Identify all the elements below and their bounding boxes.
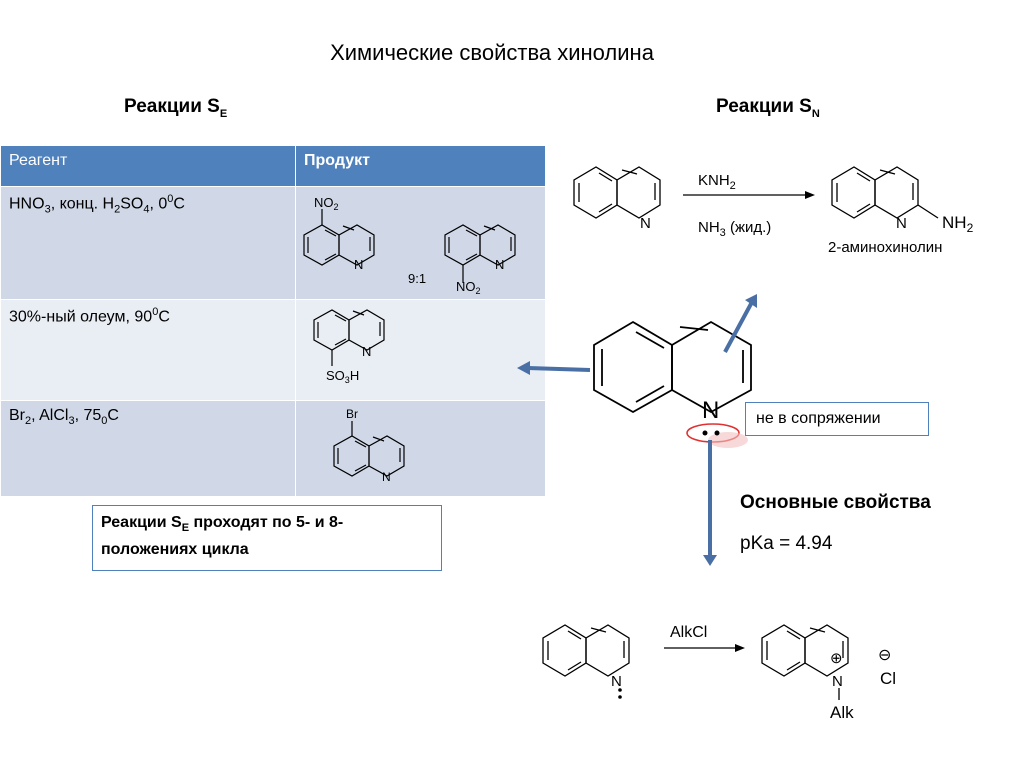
- quinoline-structure: [573, 166, 661, 219]
- t: проходят по 5- и 8-положениях цикла: [101, 514, 344, 559]
- central-quinoline-structure: [593, 320, 752, 414]
- reagent-bottom-label: NH3 (жид.): [698, 219, 771, 239]
- table-header-row: Реагент Продукт: [0, 145, 546, 187]
- arrow-head: [517, 361, 530, 375]
- aminoquinoline-structure: [831, 166, 939, 219]
- lone-pair-dot: [702, 430, 708, 436]
- se-heading: Реакции SE: [124, 96, 227, 120]
- lone-pair-dot: [618, 688, 622, 692]
- nitrogen-label: N: [640, 215, 651, 232]
- t: 3: [44, 203, 51, 216]
- t: C: [107, 407, 119, 424]
- t: 3: [68, 415, 75, 428]
- se-direction-arrow: [527, 366, 591, 372]
- positive-charge-icon: ⊕: [830, 650, 843, 667]
- bromination-product-structure: Br N: [333, 407, 405, 484]
- reagents-table: Реагент Продукт HNO3, конц. H2SO4, 00C: [0, 145, 546, 497]
- t: 0: [167, 193, 174, 205]
- reagent-cell-bromination: Br2, AlCl3, 750C: [0, 400, 296, 497]
- product-name: 2-аминохинолин: [828, 239, 942, 256]
- reagent-cell-sulfonation: 30%-ный олеум, 900C: [0, 299, 296, 401]
- lone-pair-dot: [618, 695, 622, 699]
- arrow-head: [745, 294, 757, 308]
- nitrogen-label: N: [362, 344, 371, 359]
- sulfo-group-label: SO3H: [326, 368, 359, 385]
- bromine-label: Br: [346, 407, 358, 421]
- t: 0: [101, 415, 108, 428]
- t: Br: [9, 407, 25, 424]
- t: , конц. H: [50, 195, 115, 213]
- ratio-label: 9:1: [408, 271, 426, 286]
- table-row: 30%-ный олеум, 900C N SO3H: [0, 299, 546, 401]
- t: , 75: [74, 407, 102, 424]
- alkyl-label: Alk: [830, 703, 854, 722]
- se-positions-note: Реакции SE проходят по 5- и 8-положениях…: [92, 505, 442, 571]
- t: C: [173, 195, 185, 213]
- pka-value: pKa = 4.94: [740, 533, 833, 554]
- quinoline-structure: [542, 624, 630, 677]
- nitration-products-structure: NO2 N 9:1 N NO2: [303, 195, 516, 296]
- table-row: Br2, AlCl3, 750C Br N: [0, 400, 546, 497]
- lone-pair-dot: [714, 430, 720, 436]
- nitrogen-label: N: [611, 673, 622, 690]
- alkylation-reagent: AlkCl: [670, 624, 707, 641]
- t: , 0: [149, 195, 168, 213]
- nitrogen-label: N: [495, 257, 504, 272]
- t: 30%-ный олеум, 90: [9, 308, 153, 326]
- arrow-head: [735, 644, 745, 652]
- t: Реакции S: [101, 514, 182, 531]
- nitro-label-top: NO2: [314, 195, 339, 212]
- t: 2: [25, 415, 32, 428]
- sn-heading-text: Реакции S: [716, 96, 812, 117]
- negative-charge-icon: ⊖: [878, 647, 891, 664]
- arrow-head: [703, 555, 717, 566]
- t: HNO: [9, 195, 45, 213]
- t: , AlCl: [31, 407, 69, 424]
- quinolinium-structure: [761, 624, 849, 700]
- table-row: HNO3, конц. H2SO4, 00C: [0, 186, 546, 300]
- nitro-label-bottom: NO2: [456, 279, 481, 294]
- nitrogen-label: N: [354, 257, 363, 272]
- t: 2: [114, 203, 121, 216]
- nitrogen-label: N: [832, 673, 843, 690]
- t: E: [181, 522, 190, 535]
- chloride-label: Cl: [880, 669, 896, 688]
- se-heading-text: Реакции S: [124, 96, 220, 117]
- product-cell-nitration: NO2 N 9:1 N NO2: [295, 186, 546, 300]
- t: SO: [120, 195, 144, 213]
- product-cell-bromination: Br N: [295, 400, 546, 497]
- sn-heading: Реакции SN: [716, 96, 820, 120]
- nitrogen-label: N: [896, 215, 907, 232]
- slide-title: Химические свойства хинолина: [330, 40, 654, 65]
- t: C: [158, 308, 170, 326]
- basic-properties-title: Основные свойства: [740, 492, 931, 513]
- product-cell-sulfonation: N SO3H: [295, 299, 546, 401]
- header-reagent: Реагент: [0, 145, 296, 187]
- sulfonation-product-structure: N SO3H: [313, 309, 385, 385]
- lone-pair-highlight: [708, 432, 748, 448]
- nitrogen-label: N: [382, 470, 391, 484]
- amino-group-label: NH2: [942, 213, 974, 235]
- t: 0: [152, 306, 159, 318]
- header-product: Продукт: [295, 145, 546, 187]
- sn-heading-sub: N: [811, 107, 820, 120]
- conjugation-label-box: не в сопряжении: [745, 402, 929, 436]
- nitrogen-label: N: [702, 397, 719, 424]
- reagent-cell-nitration: HNO3, конц. H2SO4, 00C: [0, 186, 296, 300]
- sn-direction-arrow: [723, 301, 754, 353]
- reagent-top-label: KNH2: [698, 172, 736, 192]
- se-heading-sub: E: [219, 107, 228, 120]
- t: 4: [143, 203, 150, 216]
- arrow-head: [805, 191, 815, 199]
